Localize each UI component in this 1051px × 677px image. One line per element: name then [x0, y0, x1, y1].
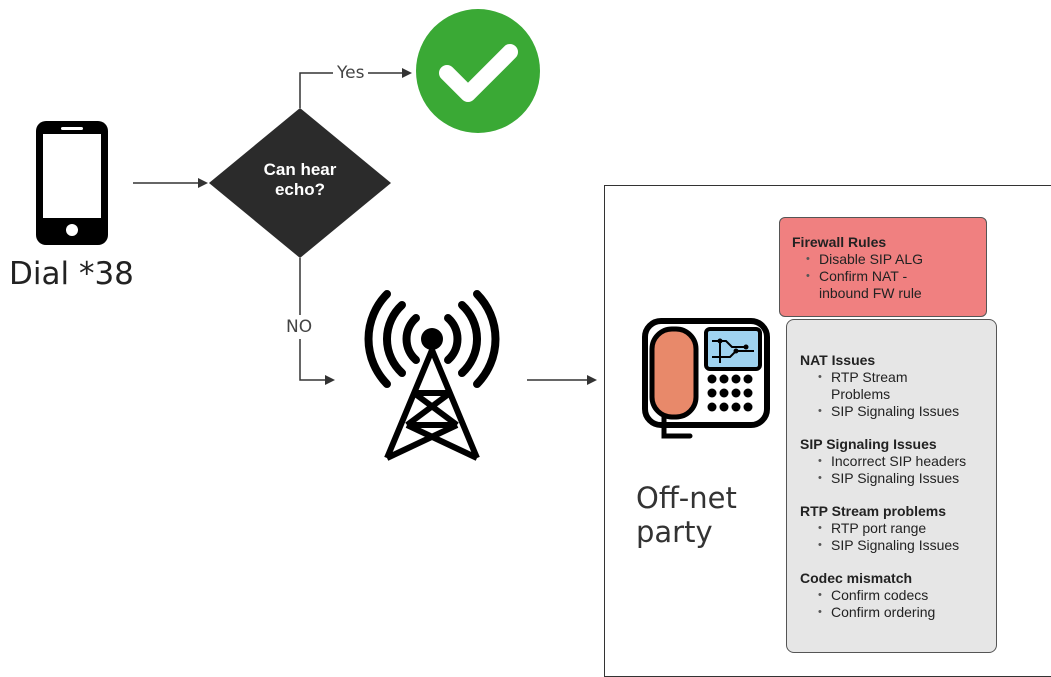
firewall-item: Disable SIP ALG — [806, 251, 982, 268]
issue-title: Codec mismatch — [800, 570, 913, 586]
issue-title: SIP Signaling Issues — [800, 436, 937, 452]
issue-item: RTP port range — [818, 520, 995, 537]
yes-label: Yes — [333, 63, 369, 83]
check-icon — [416, 9, 540, 133]
issue-item: SIP Signaling Issues — [818, 470, 995, 487]
issue-item: Confirm codecs — [818, 587, 995, 604]
no-arrow — [299, 258, 335, 385]
no-label: NO — [284, 315, 315, 339]
issue-item: RTP Stream Problems — [818, 369, 936, 403]
decision-label: Can hear echo? — [263, 160, 337, 199]
cell-tower-icon — [364, 290, 500, 461]
yes-arrow — [299, 68, 412, 108]
issue-section: Codec mismatch Confirm codecs Confirm or… — [800, 570, 995, 621]
firewall-title: Firewall Rules — [792, 234, 887, 250]
off-net-party-label: Off-net party — [636, 481, 737, 549]
issue-section: NAT Issues RTP Stream Problems SIP Signa… — [800, 352, 995, 420]
firewall-item: Confirm NAT - inbound FW rule — [806, 268, 949, 302]
issue-item: Confirm ordering — [818, 604, 995, 621]
issue-section: RTP Stream problems RTP port range SIP S… — [800, 503, 995, 554]
issues-box: NAT Issues RTP Stream Problems SIP Signa… — [786, 319, 997, 653]
decision-diamond — [209, 108, 391, 258]
issue-item: SIP Signaling Issues — [818, 537, 995, 554]
smartphone-icon — [36, 121, 108, 245]
flow-diagram — [36, 9, 597, 461]
issue-title: NAT Issues — [800, 352, 876, 368]
dial-label: Dial *38 — [9, 256, 134, 292]
issue-item: SIP Signaling Issues — [818, 403, 995, 420]
issue-item: Incorrect SIP headers — [818, 453, 995, 470]
issue-section: SIP Signaling Issues Incorrect SIP heade… — [800, 436, 995, 487]
desk-phone-icon — [642, 318, 770, 439]
issue-title: RTP Stream problems — [800, 503, 947, 519]
firewall-rules-box: Firewall Rules Disable SIP ALG Confirm N… — [779, 217, 987, 317]
